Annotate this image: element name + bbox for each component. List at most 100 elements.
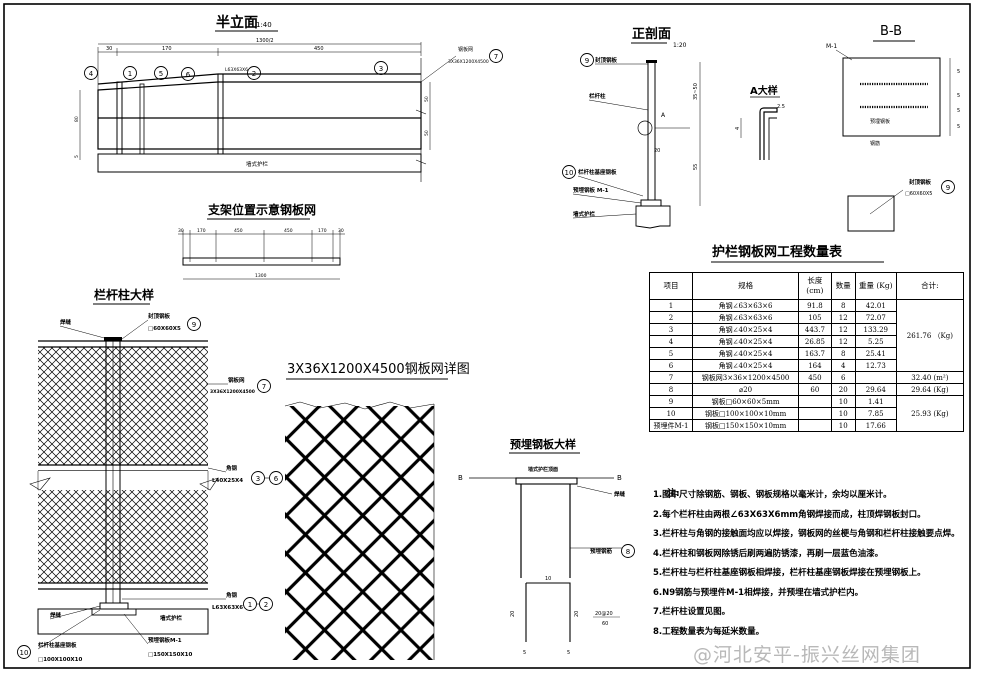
embed-dim-5b: 5 bbox=[567, 650, 570, 656]
post-callout-7: 7 bbox=[262, 383, 266, 391]
note-5: 5.栏杆柱与栏杆柱基座钢板相焊接，栏杆柱基座钢板焊接在预埋钢板上。 bbox=[653, 568, 926, 578]
post-label-cap: 封顶钢板 bbox=[148, 312, 171, 320]
section-dim-20: 20 bbox=[654, 148, 660, 154]
support-total: 1300 bbox=[255, 273, 267, 279]
elev-callout-1: 1 bbox=[128, 70, 132, 78]
elev-callout-7: 7 bbox=[494, 53, 498, 61]
support-dim-3: 450 bbox=[284, 228, 293, 234]
section-view: 正剖面 1:20 A 35~50 55 20 封顶钢板 栏杆柱 栏杆柱基座钢板 … bbox=[562, 26, 701, 229]
elev-dim-half: 1300/2 bbox=[256, 38, 274, 44]
detail-a-dim-side: 4 bbox=[735, 127, 741, 130]
elev-angle-label: L63X63X6 bbox=[225, 67, 248, 73]
mesh-detail-view: 3X36X1200X4500钢板网详图 bbox=[284, 362, 470, 660]
post-callout-10: 10 bbox=[20, 649, 29, 657]
embed-dim-10: 10 bbox=[545, 576, 551, 582]
bb-plate bbox=[842, 57, 941, 137]
bb-cap-label: 封顶钢板 bbox=[909, 178, 932, 186]
th-total: 合计: bbox=[895, 272, 965, 300]
post-label-embed-spec: □150X150X10 bbox=[148, 652, 192, 658]
support-dim-4: 170 bbox=[318, 228, 327, 234]
embed-rebar: 预埋钢筋 bbox=[590, 547, 613, 555]
section-mark-a: A bbox=[661, 112, 666, 119]
post-callout-3: 3 bbox=[256, 475, 260, 483]
elev-dim-170: 170 bbox=[162, 46, 172, 52]
elev-mesh-spec: 3X36X1200X4500 bbox=[448, 59, 489, 65]
elev-callout-3: 3 bbox=[379, 65, 383, 73]
bb-dim-2: 5 bbox=[957, 108, 960, 114]
notes-label: 注: bbox=[667, 487, 680, 499]
elev-callout-5: 5 bbox=[159, 70, 163, 78]
support-dim-1: 170 bbox=[197, 228, 206, 234]
note-4: 4.栏杆柱和钢板网除锈后刷两遍防锈漆，再刷一层蓝色油漆。 bbox=[653, 548, 884, 559]
note-7: 7.栏杆柱设置见图。 bbox=[653, 607, 731, 617]
post-label-angle-a: 角钢 bbox=[226, 464, 238, 472]
section-wall bbox=[635, 205, 671, 229]
post-label-base-spec: □100X100X10 bbox=[38, 657, 82, 663]
support-dim-5: 30 bbox=[338, 228, 344, 234]
embed-rebar-shape bbox=[525, 582, 571, 642]
embed-dim-5a: 5 bbox=[523, 650, 526, 656]
section-label-embed: 预埋钢板 M-1 bbox=[573, 186, 609, 194]
embed-mark-b-right: B bbox=[617, 474, 622, 482]
support-bar bbox=[182, 257, 341, 266]
bb-cap-plate bbox=[847, 195, 895, 232]
sheet-border bbox=[3, 3, 971, 669]
embed-title: 预埋钢板大样 bbox=[510, 437, 576, 451]
post-detail-title: 栏杆柱大样 bbox=[94, 287, 154, 302]
post-mesh-upper bbox=[38, 347, 208, 465]
section-dim-55: 55 bbox=[693, 164, 699, 170]
post-callout-2: 2 bbox=[264, 601, 268, 609]
post-label-angle-b-spec: L63X63X6 bbox=[212, 605, 243, 611]
th-weight: 重量 (Kg) bbox=[854, 272, 897, 300]
post-label-weld-bottom: 焊缝 bbox=[50, 611, 62, 619]
detail-a-title: A大样 bbox=[750, 84, 778, 97]
post-label-embed: 预埋钢板M-1 bbox=[148, 636, 182, 644]
post-label-wall: 墙式护栏 bbox=[160, 614, 183, 622]
elev-mesh-label: 钢板网 bbox=[458, 46, 473, 53]
section-label-base: 栏杆柱基座钢板 bbox=[578, 168, 617, 176]
th-item: 项目 bbox=[648, 272, 694, 300]
section-scale: 1:20 bbox=[673, 42, 687, 49]
section-label-cap: 封顶钢板 bbox=[595, 56, 618, 64]
embed-wall-top: 墙式护栏顶面 bbox=[528, 466, 558, 473]
elev-wall-label: 墙式护栏 bbox=[246, 160, 269, 168]
detail-a-view: A大样 2.5 4 bbox=[735, 84, 785, 160]
bb-m1-label: M-1 bbox=[826, 43, 837, 50]
section-title: 正剖面 bbox=[632, 26, 671, 42]
post-mesh-lower bbox=[38, 490, 208, 583]
bb-seat-label: 钢筋 bbox=[870, 140, 880, 147]
mesh-detail-pattern bbox=[285, 406, 434, 660]
bb-dim-0: 5 bbox=[957, 69, 960, 75]
post-callout-6: 6 bbox=[274, 475, 279, 483]
post-label-angle-a-spec: L40X25X4 bbox=[212, 478, 243, 484]
sum-1-6: 261.76 （Kg) bbox=[895, 299, 965, 372]
th-qty: 数量 bbox=[830, 272, 856, 300]
section-label-wall: 墙式护栏 bbox=[573, 210, 596, 218]
detail-a-dim-top: 2.5 bbox=[777, 104, 785, 110]
elevation-title: 半立面 bbox=[216, 14, 258, 31]
bb-view: B-B M-1 预埋钢板 钢筋 5 5 5 5 封顶钢板 □60X60X5 9 bbox=[826, 24, 960, 232]
sum-7: 32.40 (m²) bbox=[895, 371, 965, 384]
note-6: 6.N9钢筋与预埋件M-1相焊接，并预埋在墙式护栏内。 bbox=[653, 587, 864, 598]
elev-callout-4: 4 bbox=[89, 70, 94, 78]
section-label-post: 栏杆柱 bbox=[589, 92, 606, 100]
post-label-weld-top: 焊缝 bbox=[60, 318, 72, 326]
embed-dim-20b: 20 bbox=[574, 611, 580, 617]
post-callout-9: 9 bbox=[192, 321, 196, 329]
bb-cap-spec: □60X60X5 bbox=[905, 191, 932, 197]
note-8: 8.工程数量表为每延米数量。 bbox=[653, 626, 765, 637]
embed-callout-8: 8 bbox=[626, 548, 630, 556]
th-spec: 规格 bbox=[692, 272, 800, 300]
section-dim-35-50: 35~50 bbox=[693, 83, 699, 100]
elev-callout-6: 6 bbox=[186, 71, 191, 79]
elevation-scale: 1:40 bbox=[256, 21, 272, 29]
note-3: 3.栏杆柱与角钢的接触面均应以焊接，钢板网的丝梗与角钢和栏杆柱接触要点焊。 bbox=[653, 529, 960, 539]
section-callout-10: 10 bbox=[565, 169, 574, 177]
embed-weld: 焊缝 bbox=[614, 490, 626, 498]
